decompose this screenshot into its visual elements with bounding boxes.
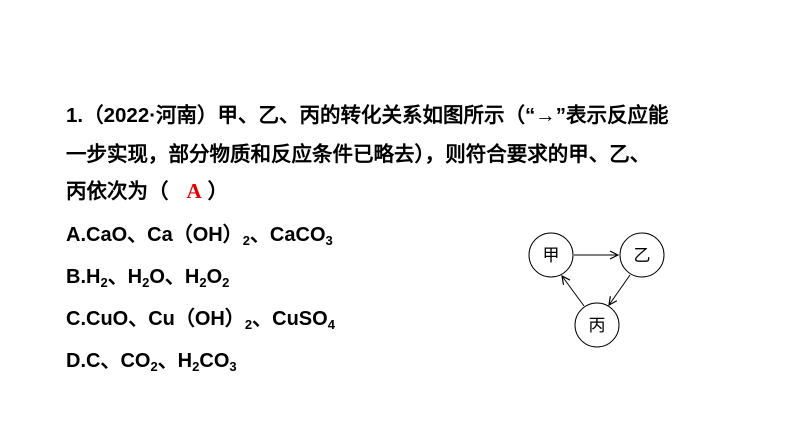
question-line-2: 一步实现，部分物质和反应条件已略去），则符合要求的甲、乙、 — [66, 137, 650, 167]
option-d-sub: 3 — [229, 359, 237, 374]
arrow-yi-to-bing — [609, 274, 631, 305]
option-d-sub: 2 — [192, 359, 200, 374]
question-line-1: 1.（2022·河南）甲、乙、丙的转化关系如图所示（“→”表示反应能 — [66, 98, 669, 128]
option-a-text: 、CaCO — [249, 224, 326, 246]
node-bing-label: 丙 — [589, 316, 606, 336]
option-d-text: 、H — [157, 350, 193, 372]
option-b-text: O — [206, 266, 223, 288]
node-yi-label: 乙 — [634, 246, 651, 266]
node-jia: 甲 — [528, 232, 574, 278]
option-d-text: D.C、CO — [66, 350, 151, 372]
option-b-text: 、H — [107, 266, 143, 288]
question-text-2: 一步实现，部分物质和反应条件已略去），则符合要求的甲、乙、 — [66, 143, 651, 166]
option-c-text: C.CuO、Cu（OH） — [66, 308, 245, 330]
option-d-sub: 2 — [150, 359, 158, 374]
question-number: 1. — [66, 104, 84, 127]
option-c-sub: 2 — [244, 317, 253, 332]
option-a-sub: 3 — [325, 233, 333, 248]
option-b-text: O、H — [149, 266, 200, 288]
option-b-sub: 2 — [222, 275, 230, 290]
option-c-sub: 4 — [327, 317, 335, 332]
option-d: D.C、CO2、H2CO3 — [66, 344, 237, 374]
node-jia-label: 甲 — [543, 246, 560, 266]
answer-mark: A — [186, 179, 202, 203]
option-a: A.CaO、Ca（OH）2、CaCO3 — [66, 218, 333, 248]
option-a-sub: 2 — [242, 233, 250, 248]
option-c-text: 、CuSO — [252, 308, 328, 330]
question-text-3: 丙依次为（ — [66, 180, 169, 203]
option-a-text: A.CaO、Ca（OH） — [66, 224, 243, 246]
option-d-text: CO — [199, 350, 230, 372]
node-bing: 丙 — [574, 302, 620, 348]
arrow-bing-to-jia — [562, 276, 585, 307]
option-b: B.H2、H2O、H2O2 — [66, 260, 229, 290]
option-c: C.CuO、Cu（OH）2、CuSO4 — [66, 302, 335, 332]
option-b-sub: 2 — [142, 275, 150, 290]
node-yi: 乙 — [619, 232, 665, 278]
question-line-3: 丙依次为（ A） — [66, 174, 228, 204]
question-text-1: （2022·河南）甲、乙、丙的转化关系如图所示（“→”表示反应能 — [83, 104, 669, 127]
option-b-text: B.H — [66, 266, 101, 288]
option-b-sub: 2 — [199, 275, 207, 290]
question-text-3-end: ） — [207, 180, 229, 203]
option-b-sub: 2 — [100, 275, 108, 290]
